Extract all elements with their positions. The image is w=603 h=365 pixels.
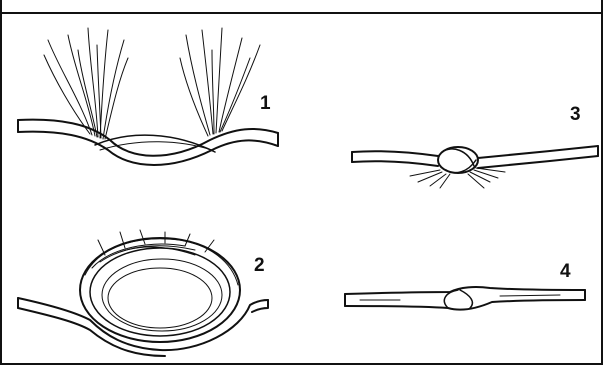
step-3-drawing <box>352 146 598 188</box>
step-4-drawing <box>345 287 585 310</box>
step-number-4: 4 <box>560 262 571 281</box>
step-1-drawing <box>18 28 278 165</box>
step-number-3: 3 <box>570 105 581 124</box>
step-number-1: 1 <box>260 94 271 113</box>
step-2-drawing <box>18 230 268 356</box>
step-number-2: 2 <box>254 256 265 275</box>
